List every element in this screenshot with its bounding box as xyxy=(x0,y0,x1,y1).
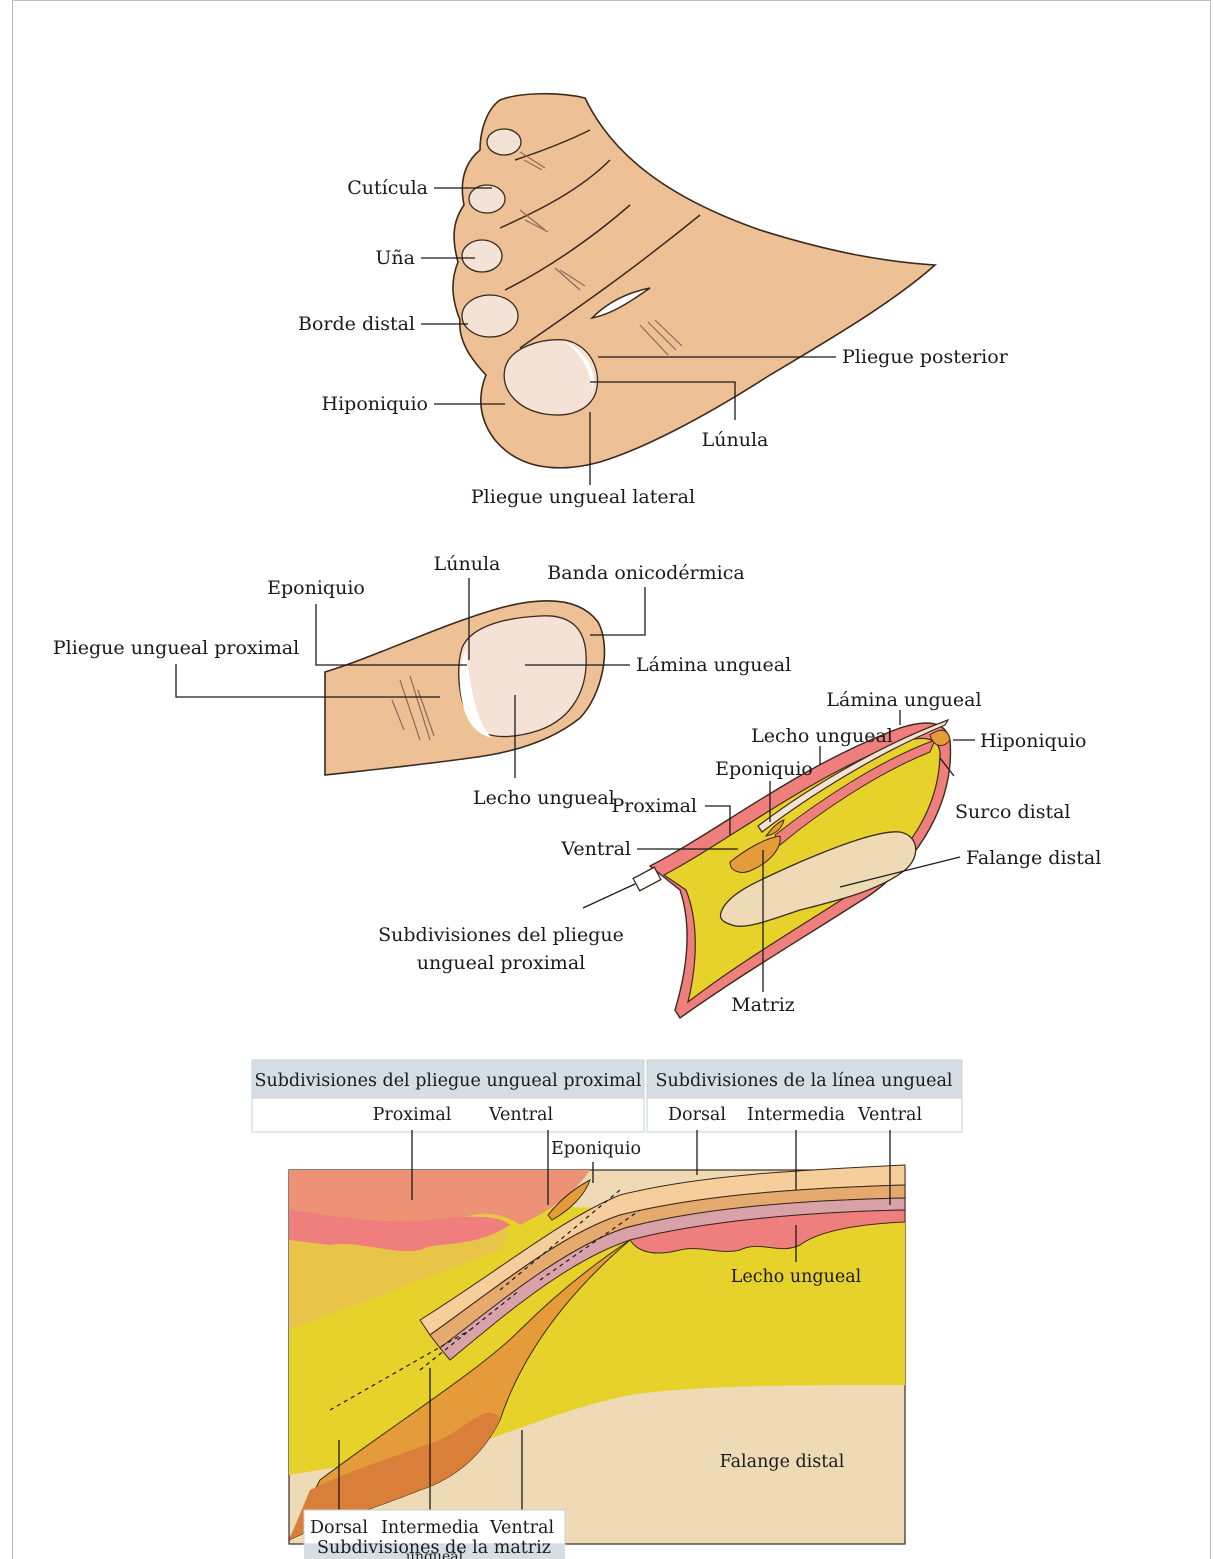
foot-illustration xyxy=(453,94,935,468)
label-ventral-3: Ventral xyxy=(560,838,631,860)
label-fold-ventral: Ventral xyxy=(488,1105,553,1125)
label-lunula-2: Lúnula xyxy=(434,553,501,575)
nail-toe5 xyxy=(487,129,521,155)
label-line-intermedia: Intermedia xyxy=(747,1105,845,1125)
label-surco: Surco distal xyxy=(955,801,1070,823)
label-cuticula: Cutícula xyxy=(347,177,428,199)
label-lecho-4: Lecho ungueal xyxy=(731,1267,862,1287)
matrix-title-overflow: ungueal xyxy=(304,1544,565,1559)
label-pliegue-proximal: Pliegue ungueal proximal xyxy=(53,637,299,659)
label-lamina-2: Lámina ungueal xyxy=(636,654,791,676)
label-proximal-3: Proximal xyxy=(611,795,697,817)
label-una: Uña xyxy=(375,247,415,269)
label-matrix-dorsal: Dorsal xyxy=(310,1518,368,1538)
label-hiponiquio-3: Hiponiquio xyxy=(980,730,1086,752)
label-falange-3: Falange distal xyxy=(966,847,1101,869)
label-eponiquio-3: Eponiquio xyxy=(715,758,813,780)
label-matrix-intermedia: Intermedia xyxy=(381,1518,479,1538)
label-line-ventral: Ventral xyxy=(857,1105,922,1125)
label-eponiquio: Eponiquio xyxy=(267,577,365,599)
nail-toe2 xyxy=(462,295,518,337)
label-matrix-ventral: Ventral xyxy=(489,1518,554,1538)
label-lamina-3: Lámina ungueal xyxy=(826,689,981,711)
label-lecho-2: Lecho ungueal xyxy=(473,787,615,809)
detailed-section xyxy=(289,1165,905,1544)
header-left-title: Subdivisiones del pliegue ungueal proxim… xyxy=(254,1071,641,1091)
label-matriz: Matriz xyxy=(731,994,795,1016)
label-lecho-3: Lecho ungueal xyxy=(751,725,893,747)
label-pliegue-posterior: Pliegue posterior xyxy=(842,346,1009,368)
label-hiponiquio: Hiponiquio xyxy=(322,393,428,415)
nail-toe3 xyxy=(462,240,502,272)
label-matrix-title-2: ungueal xyxy=(304,1550,565,1559)
label-fold-proximal: Proximal xyxy=(373,1105,452,1125)
label-borde-distal: Borde distal xyxy=(298,313,415,335)
label-lunula-1: Lúnula xyxy=(702,429,769,451)
nail-toe4 xyxy=(469,185,505,213)
label-line-dorsal: Dorsal xyxy=(668,1105,726,1125)
label-eponiquio-4: Eponiquio xyxy=(551,1139,641,1159)
foot-shape xyxy=(453,94,935,468)
label-falange-4: Falange distal xyxy=(720,1452,845,1472)
header-right-title: Subdivisiones de la línea ungueal xyxy=(656,1071,953,1091)
label-pliegue-lateral: Pliegue ungueal lateral xyxy=(471,486,695,508)
finger-illustration xyxy=(325,601,604,775)
label-banda: Banda onicodérmica xyxy=(547,562,744,584)
label-subdivisiones-2: ungueal proximal xyxy=(417,952,585,974)
cut-box xyxy=(633,867,661,891)
leader-subdivisiones xyxy=(583,884,635,908)
label-subdivisiones-1: Subdivisiones del pliegue xyxy=(378,924,624,946)
